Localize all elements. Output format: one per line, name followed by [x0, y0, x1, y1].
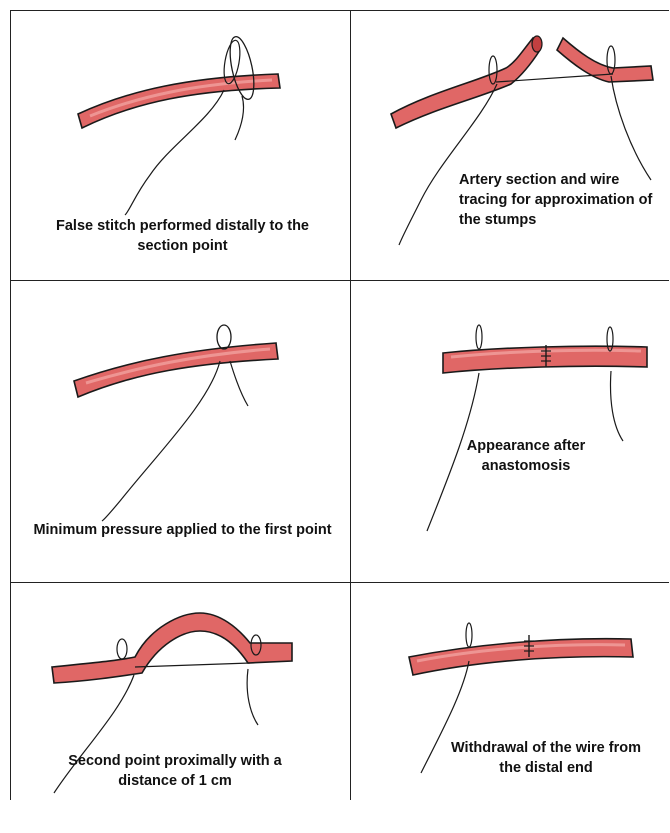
- illustration-after-anastomosis: [351, 281, 669, 582]
- caption-minimum-pressure: Minimum pressure applied to the first po…: [30, 520, 335, 540]
- caption-false-stitch: False stitch performed distally to the s…: [30, 216, 335, 256]
- panel-minimum-pressure: Minimum pressure applied to the first po…: [10, 281, 350, 582]
- panel-withdrawal: Withdrawal of the wire from the distal e…: [351, 583, 669, 800]
- panel-false-stitch: False stitch performed distally to the s…: [10, 10, 350, 280]
- panel-artery-section: Artery section and wire tracing for appr…: [351, 10, 669, 280]
- panel-second-point: Second point proximally with a distance …: [10, 583, 350, 800]
- caption-after-anastomosis: Appearance after anastomosis: [451, 436, 601, 476]
- caption-withdrawal: Withdrawal of the wire from the distal e…: [446, 738, 646, 778]
- caption-second-point: Second point proximally with a distance …: [50, 751, 300, 791]
- illustration-artery-section: [351, 10, 669, 280]
- panel-after-anastomosis: Appearance after anastomosis: [351, 281, 669, 582]
- figure-grid: False stitch performed distally to the s…: [10, 10, 669, 800]
- caption-artery-section: Artery section and wire tracing for appr…: [459, 170, 659, 230]
